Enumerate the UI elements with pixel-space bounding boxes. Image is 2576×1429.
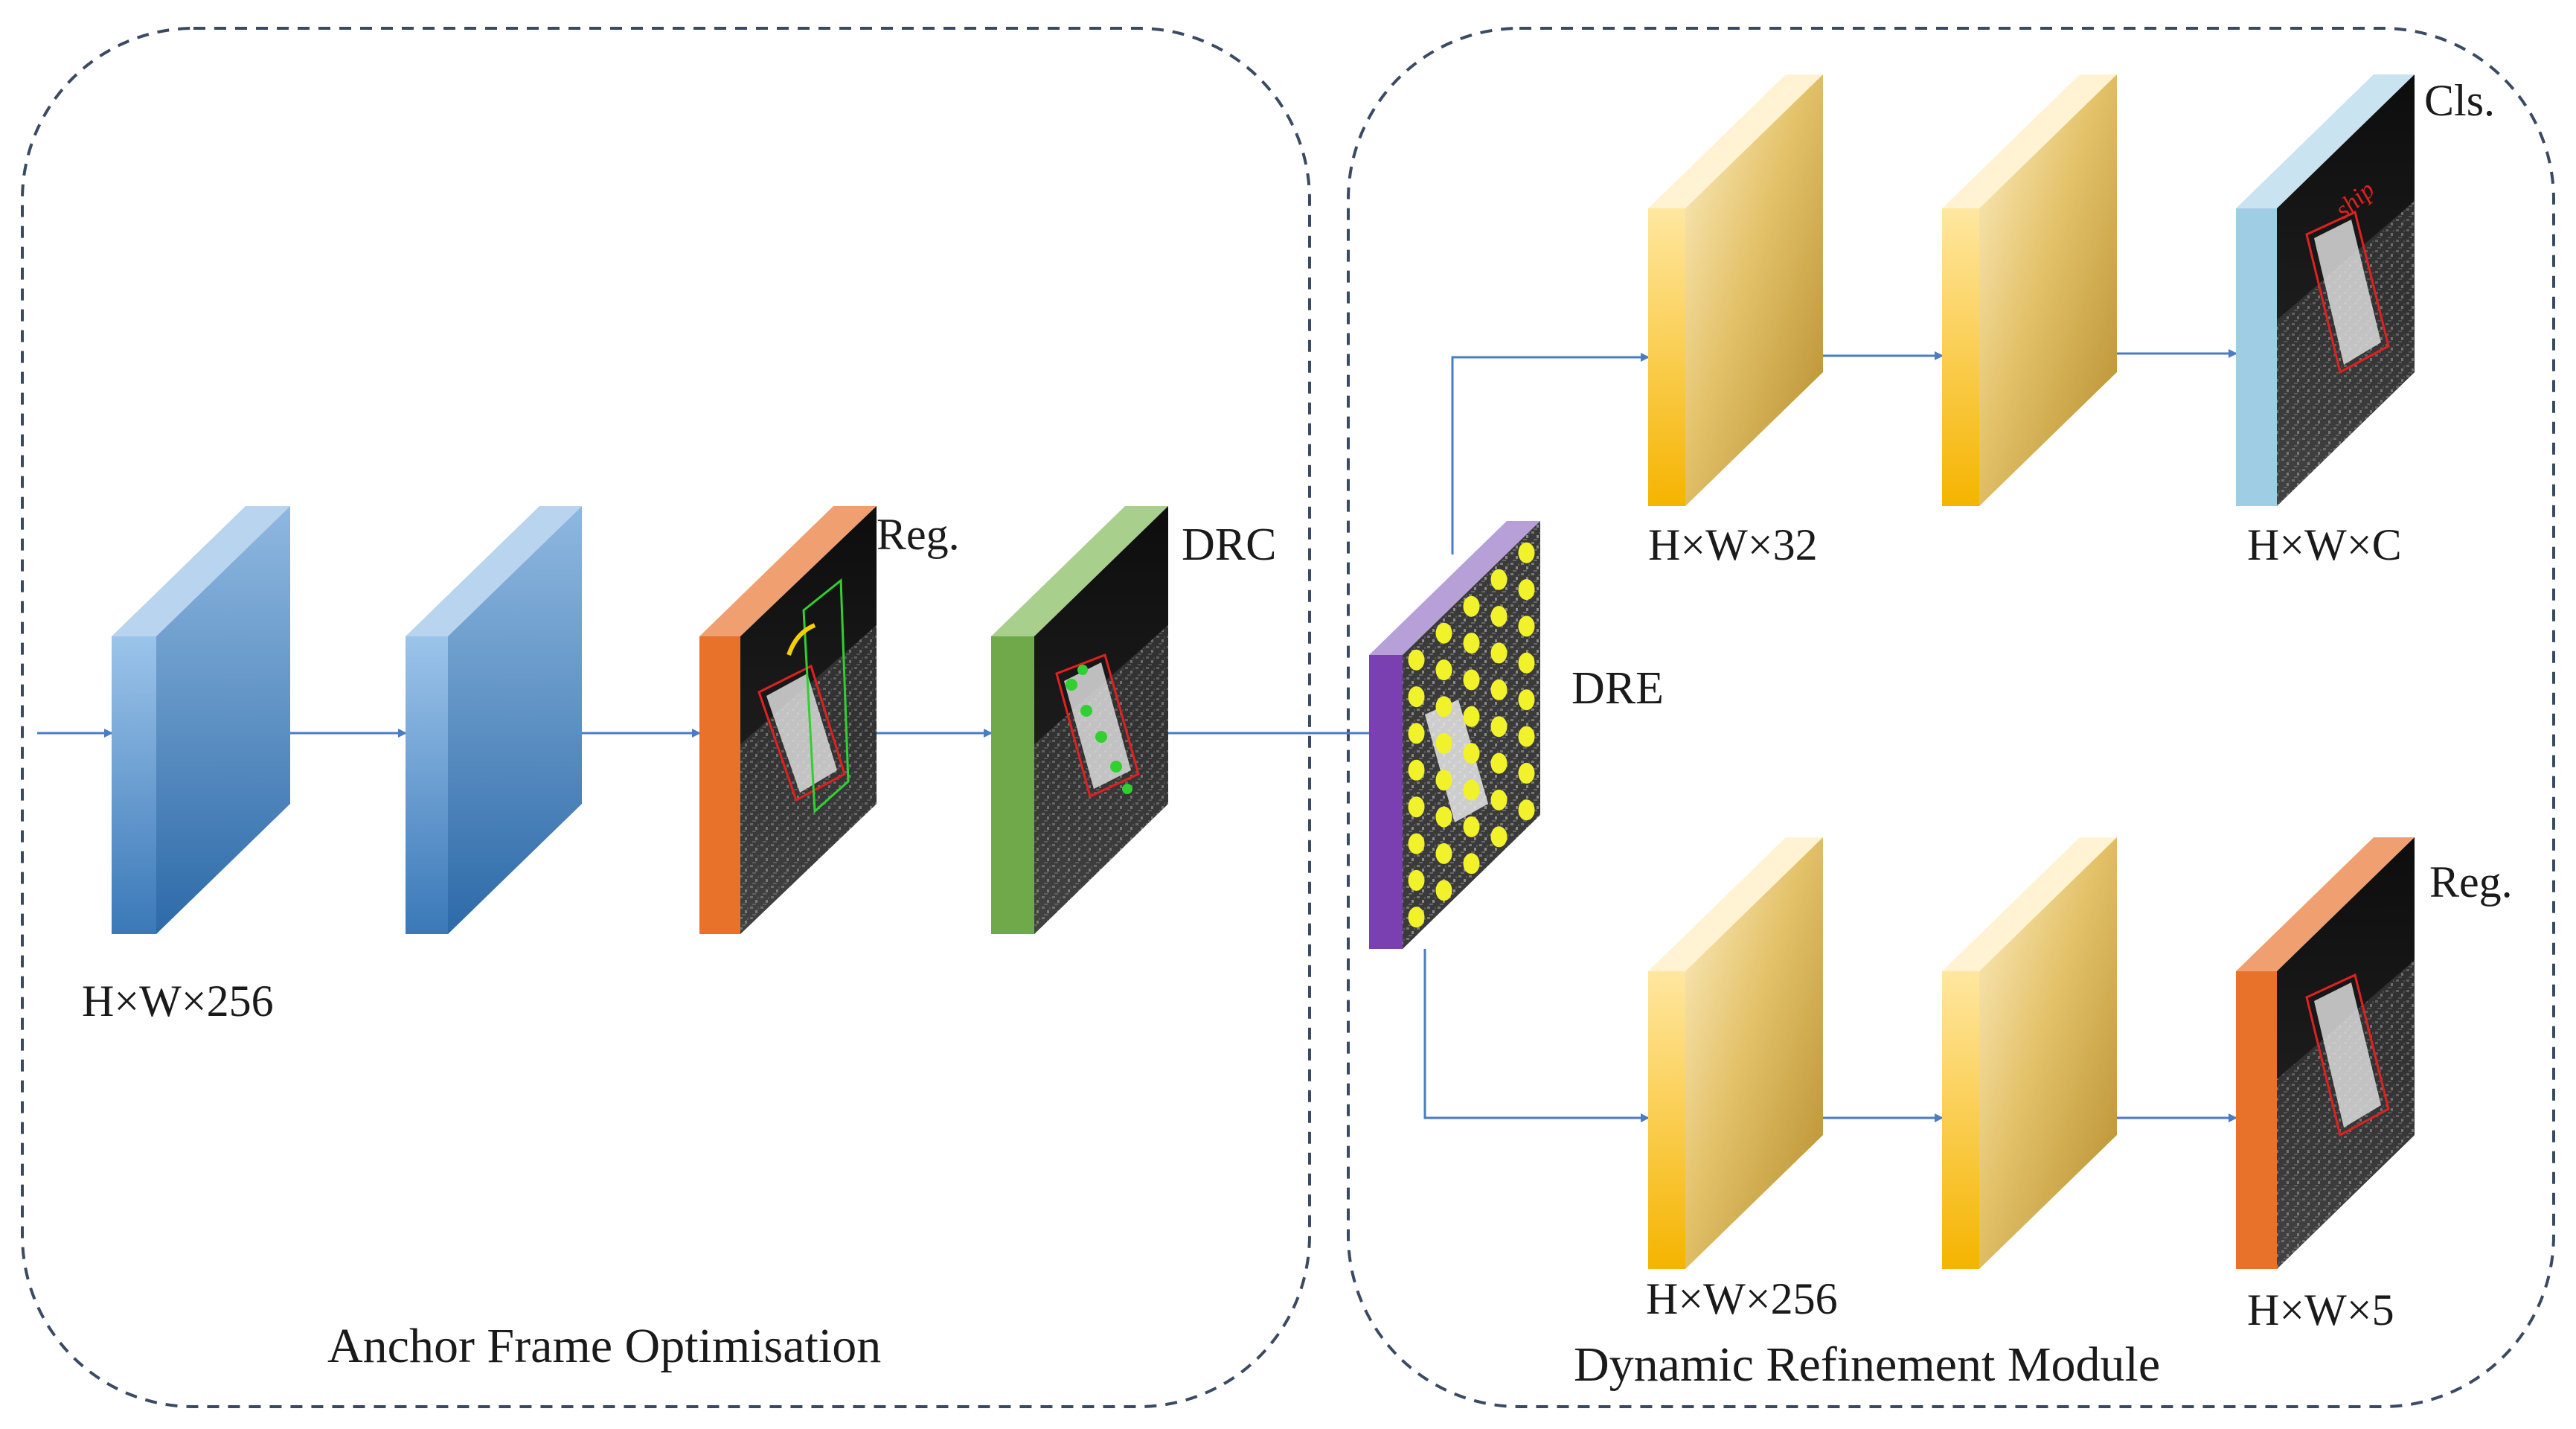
reg-output-block bbox=[2236, 837, 2415, 1269]
left-panel-title: Anchor Frame Optimisation bbox=[327, 1319, 881, 1373]
dre-sample-point bbox=[1463, 743, 1480, 764]
arrow-dre-reg-branch bbox=[1423, 949, 1650, 1122]
cls-output-block: ship bbox=[2236, 74, 2415, 506]
dre-sample-point bbox=[1518, 616, 1535, 637]
dre-sample-point bbox=[1408, 907, 1425, 928]
dre-sample-point bbox=[1490, 606, 1508, 627]
dre-sample-point bbox=[1463, 779, 1480, 801]
dre-sample-point bbox=[1408, 686, 1425, 708]
reg-branch-shape-label: H×W×256 bbox=[1646, 1274, 1838, 1323]
dre-sample-point bbox=[1490, 642, 1508, 664]
right-panel-border bbox=[1347, 27, 2555, 1408]
dre-sample-point bbox=[1518, 799, 1535, 821]
dre-sample-point bbox=[1408, 833, 1425, 854]
dre-sample-point bbox=[1463, 669, 1480, 691]
cls-feature-block-2 bbox=[1942, 74, 2117, 506]
dre-sample-point bbox=[1435, 659, 1452, 681]
dre-sample-point bbox=[1490, 752, 1508, 774]
dre-sample-point bbox=[1408, 759, 1425, 781]
dre-sample-points bbox=[1408, 542, 1535, 928]
reg-label-bottom: Reg. bbox=[2429, 857, 2513, 907]
dre-sample-point bbox=[1408, 869, 1425, 891]
reg-feature-block-2 bbox=[1942, 837, 2117, 1269]
right-panel-title: Dynamic Refinement Module bbox=[1574, 1337, 2160, 1392]
dre-sample-point bbox=[1463, 816, 1480, 837]
dre-sample-point bbox=[1490, 716, 1508, 738]
dre-sample-point bbox=[1490, 679, 1508, 700]
feature-block-1 bbox=[112, 506, 290, 934]
dre-sample-point bbox=[1463, 595, 1480, 617]
dre-label: DRE bbox=[1571, 663, 1664, 714]
dre-sample-point bbox=[1435, 732, 1452, 754]
dre-sample-point bbox=[1463, 633, 1480, 654]
dre-sample-point bbox=[1435, 843, 1452, 864]
dre-sample-point bbox=[1518, 542, 1535, 563]
dre-sample-point bbox=[1490, 569, 1508, 590]
dre-sample-point bbox=[1435, 880, 1452, 901]
dre-sample-point bbox=[1435, 622, 1452, 644]
drc-feature-block bbox=[991, 506, 1168, 934]
dre-sample-point bbox=[1435, 806, 1452, 828]
dre-sample-point bbox=[1518, 652, 1535, 674]
reg-out-shape-label: H×W×5 bbox=[2247, 1285, 2394, 1334]
dre-sample-point bbox=[1408, 649, 1425, 671]
dre-sample-point bbox=[1518, 689, 1535, 711]
reg-feature-block bbox=[699, 506, 877, 934]
dre-sample-point bbox=[1408, 796, 1425, 818]
feature-block-2 bbox=[406, 506, 582, 934]
reg-label-top: Reg. bbox=[877, 510, 960, 559]
cls-out-shape-label: H×W×C bbox=[2247, 520, 2402, 569]
cls-branch-shape-label: H×W×32 bbox=[1648, 520, 1818, 569]
dre-sample-point bbox=[1435, 770, 1452, 791]
input-shape-label: H×W×256 bbox=[82, 976, 274, 1026]
dre-sample-point bbox=[1518, 579, 1535, 601]
arrow-dre-cls-branch bbox=[1451, 353, 1650, 554]
left-panel-border bbox=[21, 27, 1311, 1408]
cls-feature-block-1 bbox=[1648, 74, 1823, 506]
dre-sample-point bbox=[1408, 723, 1425, 744]
reg-feature-block-1 bbox=[1648, 837, 1823, 1269]
dre-sample-point bbox=[1490, 789, 1508, 811]
dre-sample-point bbox=[1518, 762, 1535, 784]
cls-label: Cls. bbox=[2424, 76, 2495, 125]
dre-sample-point bbox=[1518, 726, 1535, 747]
dre-sample-point bbox=[1490, 826, 1508, 848]
dre-sample-point bbox=[1435, 696, 1452, 717]
dre-sample-point bbox=[1463, 853, 1480, 875]
drc-label: DRC bbox=[1182, 520, 1276, 570]
dre-feature-block bbox=[1369, 521, 1540, 949]
dre-sample-point bbox=[1463, 706, 1480, 727]
